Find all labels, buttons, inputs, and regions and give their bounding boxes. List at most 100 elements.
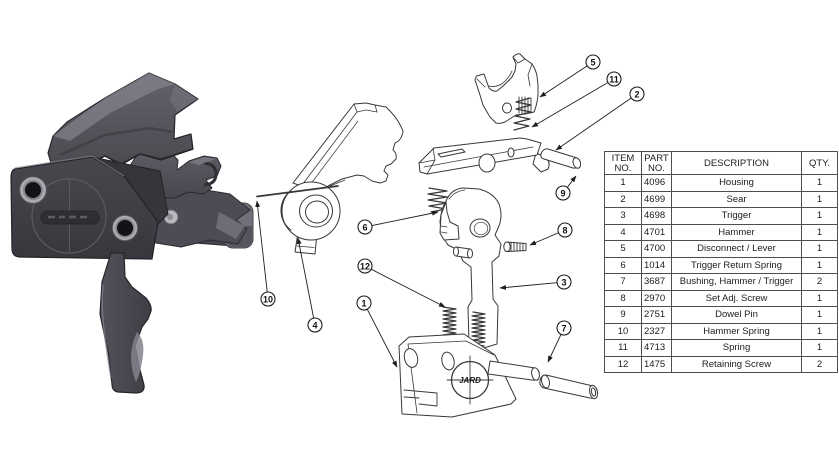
photo-claw-hook <box>203 161 218 187</box>
part-no-cell: 4096 <box>641 174 672 192</box>
qty-cell: 1 <box>801 207 838 225</box>
callout-circle-5 <box>585 54 601 70</box>
callout-number-3: 3 <box>561 277 566 287</box>
callout-number-2: 2 <box>634 89 639 99</box>
qty-cell: 1 <box>801 190 838 208</box>
item-no-cell: 5 <box>604 240 642 258</box>
part-no-cell: 3687 <box>641 273 672 291</box>
callout-number-8: 8 <box>562 225 567 235</box>
photo-pin-center <box>167 214 173 220</box>
set-screw-drawing <box>503 241 527 253</box>
callout-leader-9 <box>566 175 577 188</box>
photo-notch-highlight <box>216 212 245 239</box>
hammer-drawing <box>256 102 404 255</box>
callout-leader-3 <box>499 282 558 290</box>
description-cell: Hammer <box>671 223 802 241</box>
part-no-cell: 4713 <box>641 339 672 357</box>
sear-drawing <box>418 137 582 175</box>
callout-leader-2 <box>555 97 632 151</box>
callout-circle-2 <box>629 86 645 102</box>
callout-leader-5 <box>539 65 588 98</box>
photo-bushing-right-hole <box>117 220 133 236</box>
table-header-part: PART NO. <box>641 151 672 175</box>
qty-cell: 1 <box>801 174 838 192</box>
qty-cell: 2 <box>801 273 838 291</box>
qty-cell: 1 <box>801 240 838 258</box>
callout-number-4: 4 <box>312 320 317 330</box>
callout-number-7: 7 <box>561 323 566 333</box>
photo-blade-edge-highlight <box>101 284 112 379</box>
callout-circle-1 <box>356 295 372 311</box>
qty-cell: 1 <box>801 322 838 340</box>
callout-leader-11 <box>531 82 609 128</box>
item-no-cell: 6 <box>604 256 642 274</box>
item-no-cell: 9 <box>604 306 642 324</box>
callout-circle-11 <box>606 71 622 87</box>
table-header-qty: QTY. <box>801 151 838 175</box>
photo-hammer-shadow <box>59 126 173 157</box>
photo-housing-top-highlight <box>14 155 125 177</box>
description-cell: Sear <box>671 190 802 208</box>
description-cell: Dowel Pin <box>671 306 802 324</box>
dowel-pin-drawing <box>539 374 599 400</box>
description-cell: Retaining Screw <box>671 355 802 373</box>
photo-hammer-highlight2 <box>170 84 198 112</box>
photo-bushing-left-hole <box>25 182 41 198</box>
part-no-cell: 2970 <box>641 289 672 307</box>
callout-leader-7 <box>547 334 562 363</box>
callout-number-10: 10 <box>263 294 273 304</box>
item-no-cell: 1 <box>604 174 642 192</box>
callout-number-9: 9 <box>560 188 565 198</box>
item-no-cell: 11 <box>604 339 642 357</box>
description-cell: Hammer Spring <box>671 322 802 340</box>
photo-hammer-highlight <box>53 73 175 141</box>
callout-leader-10 <box>255 200 268 293</box>
jard-logo-text: JARD <box>459 376 481 385</box>
part-no-cell: 1014 <box>641 256 672 274</box>
callout-leader-8 <box>529 232 559 246</box>
description-cell: Disconnect / Lever <box>671 240 802 258</box>
description-cell: Trigger <box>671 207 802 225</box>
disconnect-drawing <box>474 53 539 124</box>
callout-leader-4 <box>296 237 315 319</box>
part-no-cell: 4699 <box>641 190 672 208</box>
item-no-cell: 4 <box>604 223 642 241</box>
photo-roll-mark-circle <box>31 178 107 254</box>
qty-cell: 1 <box>801 223 838 241</box>
callout-circle-12 <box>357 258 373 274</box>
part-no-cell: 4698 <box>641 207 672 225</box>
item-no-cell: 3 <box>604 207 642 225</box>
assembled-trigger-photo <box>10 72 254 394</box>
callout-number-1: 1 <box>361 298 366 308</box>
table-header-item: ITEM NO. <box>604 151 642 175</box>
part-no-cell: 2751 <box>641 306 672 324</box>
item-no-cell: 2 <box>604 190 642 208</box>
part-no-cell: 4701 <box>641 223 672 241</box>
description-cell: Spring <box>671 339 802 357</box>
callout-leader-1 <box>366 309 398 368</box>
trigger-drawing <box>439 187 502 351</box>
housing-drawing: JARD <box>398 333 540 418</box>
part-no-cell: 2327 <box>641 322 672 340</box>
callout-circle-3 <box>556 274 572 290</box>
callout-leader-12 <box>371 268 446 308</box>
table-header-description: DESCRIPTION <box>671 151 802 175</box>
callout-circle-6 <box>357 219 373 235</box>
callout-circle-8 <box>557 222 573 238</box>
callout-number-12: 12 <box>360 261 370 271</box>
qty-cell: 1 <box>801 289 838 307</box>
item-no-cell: 7 <box>604 273 642 291</box>
